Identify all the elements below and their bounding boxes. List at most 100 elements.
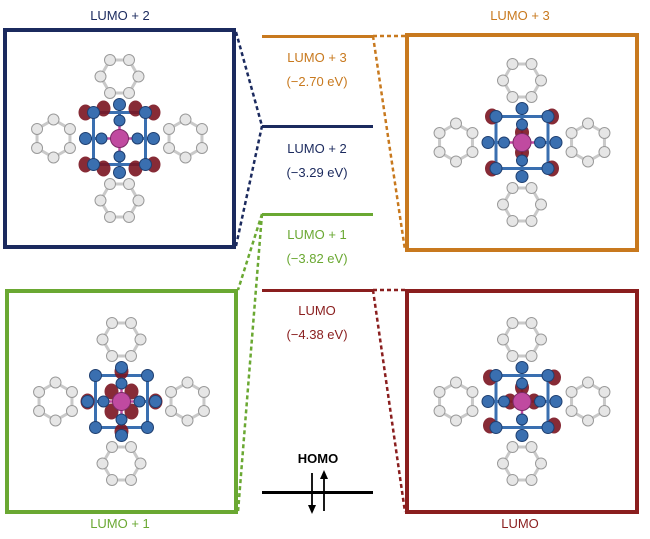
nitrogen-atom xyxy=(534,136,546,149)
level-lumo2-energy: (−3.29 eV) xyxy=(286,165,348,180)
carbon-atom xyxy=(31,123,44,135)
carbon-atom xyxy=(506,317,519,330)
nitrogen-atom xyxy=(113,166,126,179)
carbon-atom xyxy=(433,146,446,158)
nitrogen-atom xyxy=(489,162,503,175)
nitrogen-atom xyxy=(516,413,528,426)
carbon-atom xyxy=(582,155,594,168)
carbon-atom xyxy=(63,142,76,154)
nitrogen-atom xyxy=(139,106,152,119)
carbon-atom xyxy=(506,349,519,362)
carbon-atom xyxy=(125,317,137,330)
level-lumo1-name: LUMO + 1 xyxy=(287,227,347,242)
carbon-atom xyxy=(466,405,479,417)
nitrogen-atom xyxy=(149,395,162,408)
carbon-atom xyxy=(47,151,60,164)
nitrogen-atom xyxy=(534,395,546,408)
carbon-atom xyxy=(525,90,538,103)
orbital-panel-lumo1 xyxy=(5,289,238,514)
level-lumo3-energy: (−2.70 eV) xyxy=(286,74,348,89)
level-lumo-energy: (−4.38 eV) xyxy=(286,327,348,342)
level-homo-line xyxy=(262,491,373,494)
carbon-atom xyxy=(582,414,594,427)
connector-lumo1-top xyxy=(236,213,264,291)
level-lumo3-line xyxy=(262,35,373,38)
orbital-panel-lumo2 xyxy=(3,28,236,249)
carbon-atom xyxy=(565,386,578,398)
carbon-atom xyxy=(197,386,210,398)
carbon-atom xyxy=(466,386,479,398)
nitrogen-atom xyxy=(113,114,126,127)
nitrogen-atom xyxy=(489,369,503,382)
connector-lumo2-bottom xyxy=(234,125,264,247)
carbon-atom xyxy=(106,349,118,362)
nitrogen-atom xyxy=(498,136,510,149)
carbon-atom xyxy=(582,376,594,389)
nitrogen-atom xyxy=(113,98,126,111)
nitrogen-atom xyxy=(113,150,126,163)
caption-lumo: LUMO xyxy=(501,516,539,531)
nitrogen-atom xyxy=(541,369,555,382)
carbon-atom xyxy=(525,58,538,71)
molecule-lumo1-image xyxy=(33,317,210,486)
orbital-panel-lumo3 xyxy=(405,33,639,252)
carbon-atom xyxy=(525,349,538,362)
carbon-atom xyxy=(506,58,519,71)
carbon-atom xyxy=(181,414,194,427)
level-lumo-line xyxy=(262,289,373,292)
carbon-atom xyxy=(598,405,611,417)
molecule-lumo3-image xyxy=(433,58,611,227)
carbon-atom xyxy=(31,142,44,154)
carbon-atom xyxy=(106,473,118,486)
nitrogen-atom xyxy=(115,377,128,390)
electron-spin-up-head xyxy=(320,470,328,479)
carbon-atom xyxy=(565,146,578,158)
electron-spin-down-head xyxy=(308,505,316,514)
nitrogen-atom xyxy=(489,421,503,434)
carbon-atom xyxy=(123,178,135,191)
carbon-atom xyxy=(433,127,446,139)
carbon-atom xyxy=(94,70,107,83)
carbon-atom xyxy=(525,473,538,486)
carbon-atom xyxy=(598,127,611,139)
connector-lumo-bottom xyxy=(371,289,407,513)
level-lumo3-name: LUMO + 3 xyxy=(287,50,347,65)
carbon-atom xyxy=(96,457,109,470)
nitrogen-atom xyxy=(89,421,102,434)
level-lumo1-line xyxy=(262,213,373,216)
carbon-atom xyxy=(450,376,462,389)
carbon-atom xyxy=(125,349,137,362)
level-lumo2-name: LUMO + 2 xyxy=(287,141,347,156)
carbon-atom xyxy=(565,127,578,139)
carbon-atom xyxy=(132,194,145,207)
nitrogen-atom xyxy=(133,395,146,408)
caption-lumo2: LUMO + 2 xyxy=(90,8,150,23)
carbon-atom xyxy=(104,54,116,67)
nitrogen-atom xyxy=(147,132,160,145)
carbon-atom xyxy=(132,70,145,83)
carbon-atom xyxy=(33,386,46,398)
carbon-atom xyxy=(134,333,147,346)
metal-atom xyxy=(512,392,532,411)
carbon-atom xyxy=(525,214,538,227)
connector-lumo3-bottom xyxy=(371,35,407,251)
nitrogen-atom xyxy=(131,132,144,145)
carbon-atom xyxy=(506,473,519,486)
nitrogen-atom xyxy=(139,158,152,171)
nitrogen-atom xyxy=(541,421,555,434)
nitrogen-atom xyxy=(541,110,555,123)
connector-lumo2-top xyxy=(234,31,264,127)
carbon-atom xyxy=(33,405,46,417)
carbon-atom xyxy=(134,457,147,470)
carbon-atom xyxy=(535,333,547,346)
carbon-atom xyxy=(181,376,194,389)
carbon-atom xyxy=(165,386,178,398)
carbon-atom xyxy=(535,74,547,87)
nitrogen-atom xyxy=(515,102,529,115)
carbon-atom xyxy=(195,123,208,135)
carbon-atom xyxy=(433,405,446,417)
carbon-atom xyxy=(197,405,210,417)
nitrogen-atom xyxy=(141,369,154,382)
metal-atom xyxy=(112,392,131,411)
